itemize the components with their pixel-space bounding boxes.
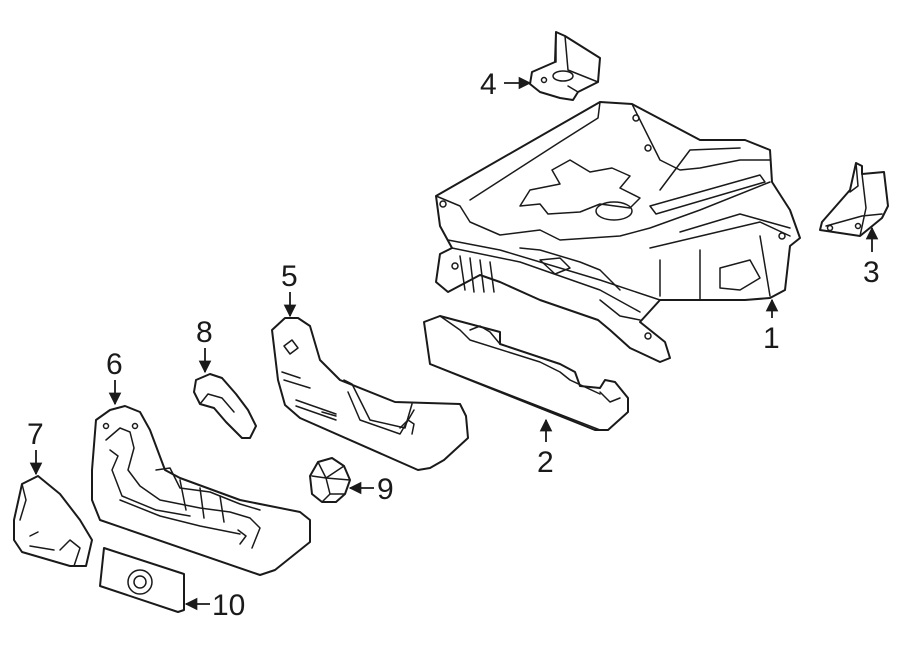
callout-8: 8	[196, 316, 213, 349]
part-track-cover	[423, 315, 629, 431]
part-rear-bracket	[819, 162, 889, 237]
part-switch-bezel	[99, 547, 185, 613]
callout-2: 2	[537, 446, 554, 479]
part-end-cap-trim	[13, 475, 93, 567]
part-recliner-knob	[309, 457, 351, 503]
part-seat-track-frame	[435, 101, 801, 363]
callout-6: 6	[106, 348, 123, 381]
callout-7: 7	[27, 418, 44, 451]
callout-3: 3	[863, 256, 880, 289]
callout-1: 1	[763, 322, 780, 355]
callout-5: 5	[281, 260, 298, 293]
part-front-bracket	[529, 31, 601, 101]
callout-10: 10	[212, 589, 245, 622]
callout-9: 9	[377, 473, 394, 506]
callout-4: 4	[480, 68, 497, 101]
part-outer-side-shield	[91, 405, 311, 576]
part-adjuster-handle	[193, 373, 257, 439]
part-inner-side-shield	[271, 317, 469, 471]
